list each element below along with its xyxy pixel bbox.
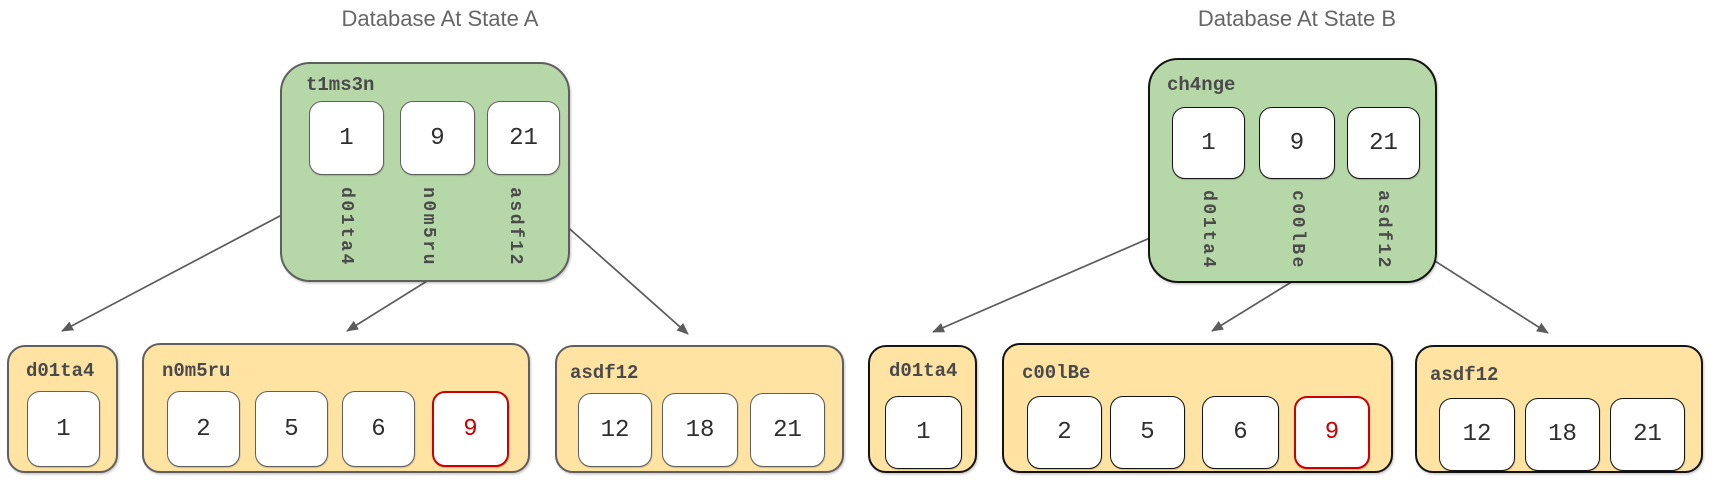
state-a-table-asdf12: asdf12 12 18 21 <box>555 345 844 473</box>
cell-value: 9 <box>430 124 445 152</box>
state-b-table-c00lBe: c00lBe 2 5 6 9 <box>1002 343 1393 473</box>
cell-value: 5 <box>1140 419 1155 446</box>
state-b-table-asdf12: asdf12 12 18 21 <box>1415 345 1703 473</box>
table-cell: 21 <box>1610 398 1685 471</box>
table-label: d01ta4 <box>889 360 958 382</box>
table-label: n0m5ru <box>162 360 231 382</box>
root-cell: 1 <box>309 101 384 175</box>
table-label: c00lBe <box>1022 362 1091 384</box>
cell-value: 9 <box>1324 419 1340 446</box>
pointer-key-label: asdf12 <box>1373 190 1393 270</box>
pointer-key-label: d01ta4 <box>336 187 356 267</box>
cell-value: 12 <box>1462 421 1492 448</box>
cell-value: 9 <box>463 415 478 443</box>
cell-value: 1 <box>1201 129 1216 157</box>
pointer-key-label: c00lBe <box>1287 190 1307 270</box>
table-cell: 12 <box>578 393 652 467</box>
cell-value: 18 <box>1548 421 1577 448</box>
root-cell: 9 <box>400 101 475 175</box>
root-cell: 21 <box>1347 107 1420 179</box>
cell-value: 2 <box>196 415 211 443</box>
root-cell: 21 <box>487 101 560 175</box>
table-cell: 5 <box>1110 396 1185 469</box>
arrow-a-d01ta4 <box>61 207 296 332</box>
table-cell: 1 <box>885 396 962 469</box>
pointer-key-label: n0m5ru <box>418 187 438 267</box>
cell-value: 6 <box>1233 419 1248 446</box>
arrow-b-d01ta4 <box>932 224 1181 333</box>
table-label: asdf12 <box>1430 364 1499 386</box>
table-cell: 5 <box>255 391 328 467</box>
cell-value: 1 <box>339 124 354 152</box>
cell-value: 21 <box>1369 129 1398 157</box>
root-cell: 9 <box>1259 107 1335 179</box>
state-a-root-container: t1ms3n 1 9 21 d01ta4 n0m5ru asdf12 <box>280 62 570 282</box>
arrow-a-n0m5ru <box>346 277 433 332</box>
state-a-table-n0m5ru: n0m5ru 2 5 6 9 <box>142 343 530 473</box>
state-b-title: Database At State B <box>1197 6 1397 31</box>
table-cell: 2 <box>1027 396 1102 469</box>
arrow-b-c00lBe <box>1211 280 1294 332</box>
cell-value: 1 <box>916 419 931 446</box>
table-cell-highlighted: 9 <box>1294 396 1370 469</box>
table-cell: 6 <box>1202 396 1279 469</box>
table-cell: 18 <box>1525 398 1600 471</box>
table-cell: 6 <box>342 391 415 467</box>
pointer-key-label: asdf12 <box>505 187 525 267</box>
cell-value: 21 <box>773 416 802 444</box>
table-cell: 18 <box>662 393 738 467</box>
table-label: d01ta4 <box>26 360 95 382</box>
cell-value: 6 <box>371 415 386 443</box>
state-a-table-d01ta4: d01ta4 1 <box>7 345 118 473</box>
cell-value: 1 <box>56 415 71 443</box>
cell-value: 9 <box>1289 129 1305 157</box>
table-cell: 12 <box>1439 398 1515 471</box>
table-cell: 1 <box>27 391 100 467</box>
state-b-table-d01ta4: d01ta4 1 <box>868 345 977 473</box>
table-label: asdf12 <box>570 362 639 384</box>
table-cell: 21 <box>750 393 825 467</box>
table-cell-highlighted: 9 <box>432 391 509 467</box>
cell-value: 18 <box>685 416 715 444</box>
cell-value: 12 <box>600 416 630 444</box>
root-cell: 1 <box>1172 107 1245 179</box>
cell-value: 21 <box>509 124 538 152</box>
pointer-key-label: d01ta4 <box>1198 190 1218 270</box>
cell-value: 2 <box>1057 419 1072 446</box>
cell-value: 21 <box>1633 421 1662 448</box>
state-a-title: Database At State A <box>341 6 539 31</box>
cell-value: 5 <box>284 415 299 443</box>
state-a-root-label: t1ms3n <box>306 74 375 96</box>
table-cell: 2 <box>167 391 240 467</box>
state-b-root-label: ch4nge <box>1167 74 1236 96</box>
state-b-root-container: ch4nge 1 9 21 d01ta4 c00lBe asdf12 <box>1148 58 1437 283</box>
